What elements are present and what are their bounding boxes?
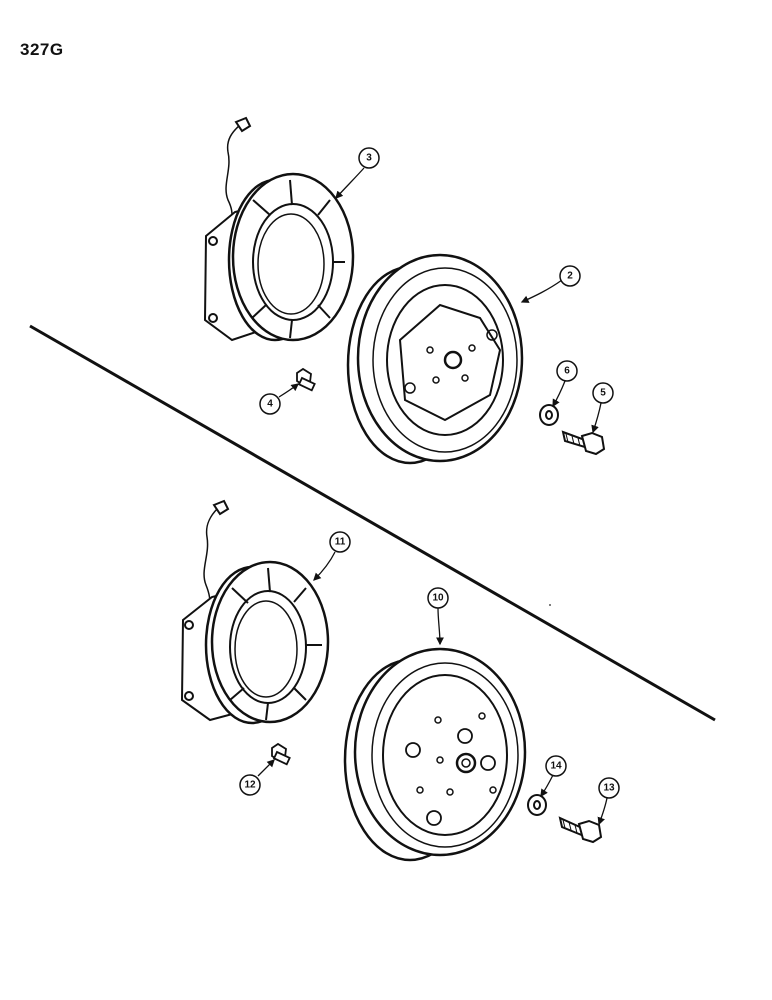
screw-upper [296,367,316,392]
print-speck [549,604,551,606]
leader-3 [335,167,365,199]
callout-4: 4 [259,393,281,415]
callout-12-label: 12 [244,780,256,791]
callout-14: 14 [545,755,567,777]
leader-5 [591,402,602,434]
pulley-upper [346,253,524,465]
leader-11 [313,551,336,581]
callout-6: 6 [556,360,578,382]
leader-10 [436,607,444,646]
callout-2-label: 2 [567,271,573,282]
screw-lower [271,742,291,766]
callout-4-label: 4 [267,399,273,410]
leader-12 [257,759,275,777]
callout-13: 13 [598,777,620,799]
callout-6-label: 6 [564,366,570,377]
page-code: 327G [20,40,64,59]
field-coil-upper [203,116,355,342]
callout-2: 2 [559,265,581,287]
washer-lower [527,794,547,816]
callout-11-label: 11 [335,537,346,548]
leader-14 [540,774,554,798]
divider-line [29,324,716,722]
cap-screw-upper [561,430,606,456]
callout-3: 3 [358,147,380,169]
callout-13-label: 13 [603,783,615,794]
callout-3-label: 3 [366,153,372,164]
pulley-lower [343,647,527,862]
washer-upper [539,404,559,426]
leader-6 [552,380,566,408]
callout-10-label: 10 [432,593,444,604]
field-coil-lower [180,499,330,725]
leader-13 [597,797,608,826]
callout-5: 5 [592,382,614,404]
callout-10: 10 [427,587,449,609]
callout-12: 12 [239,774,261,796]
callout-5-label: 5 [600,388,606,399]
callout-14-label: 14 [550,761,562,772]
leader-2 [520,279,563,303]
leader-4 [278,383,300,398]
cap-screw-lower [558,816,603,844]
callout-11: 11 [329,531,351,553]
